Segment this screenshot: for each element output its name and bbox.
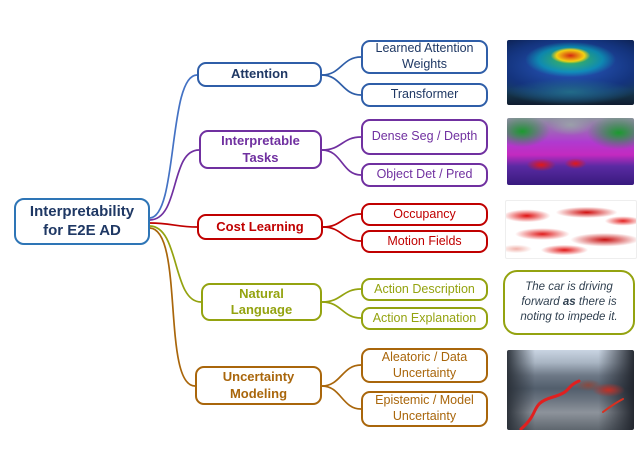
leaf-node-object-det-pred: Object Det / Pred [361,163,488,187]
caption-bold-word: as [562,296,576,309]
caption-text: The car is driving forward as there is n… [520,281,618,323]
leaf-node-epistemic-model-uncertainty: Epistemic / Model Uncertainty [361,391,488,427]
street-scene-image [507,350,634,430]
leaf-node-motion-fields: Motion Fields [361,230,488,253]
branch-node-interpretable-tasks: Interpretable Tasks [199,130,322,169]
attention-heatmap-image [507,40,634,105]
root-node-interpretability: Interpretability for E2E AD [14,198,150,245]
occupancy-map-image [505,200,637,259]
branch-node-attention: Attention [197,62,322,87]
branch-node-cost-learning: Cost Learning [197,214,323,240]
leaf-node-transformer: Transformer [361,83,488,107]
branch-node-natural-language: Natural Language [201,283,322,321]
leaf-node-action-description: Action Description [361,278,488,301]
leaf-node-learned-attention-weights: Learned Attention Weights [361,40,488,74]
caption-bubble: The car is driving forward as there is n… [503,270,635,335]
leaf-node-aleatoric-data-uncertainty: Aleatoric / Data Uncertainty [361,348,488,383]
branch-node-uncertainty-modeling: Uncertainty Modeling [195,366,322,405]
leaf-node-dense-seg-depth: Dense Seg / Depth [361,119,488,155]
leaf-node-action-explanation: Action Explanation [361,307,488,330]
leaf-node-occupancy: Occupancy [361,203,488,226]
trajectory-overlay [519,379,624,430]
segmentation-scene-image [507,118,634,185]
